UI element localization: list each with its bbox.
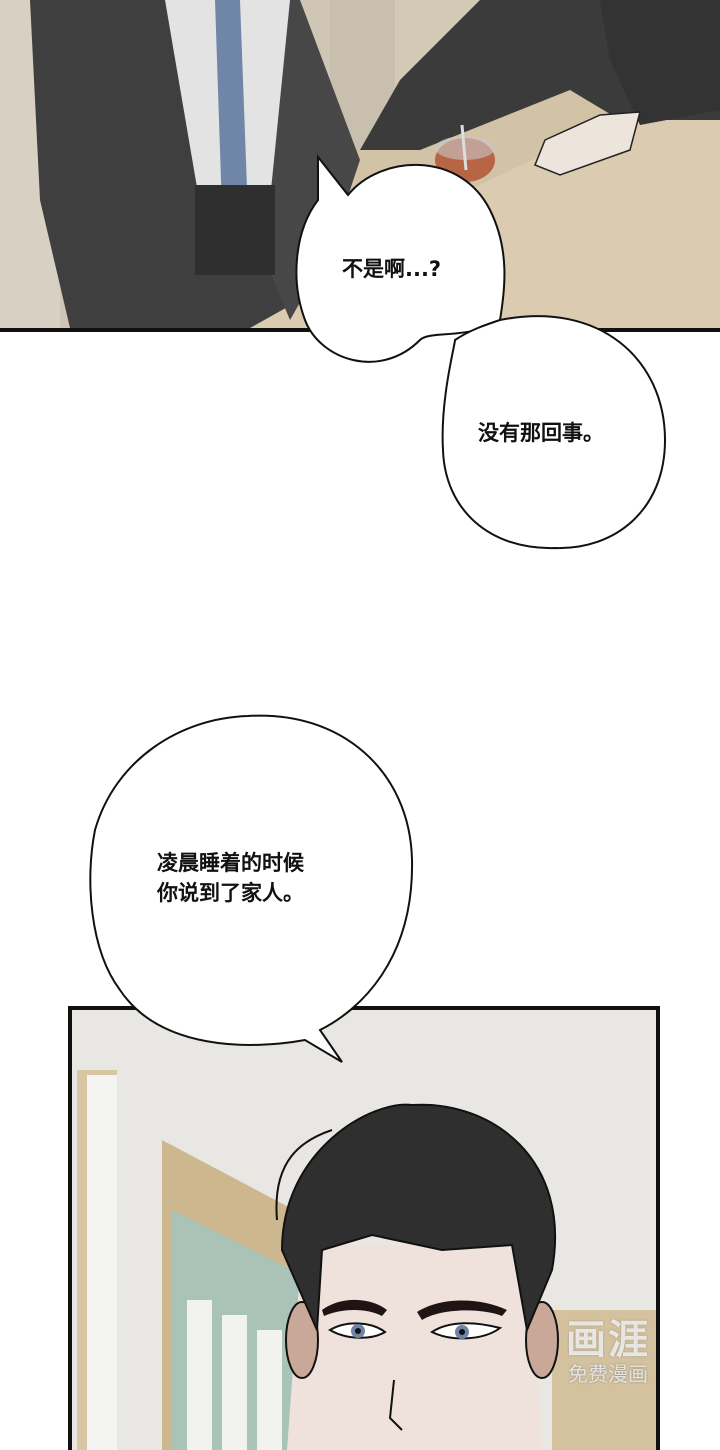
comic-panel-bottom bbox=[68, 1006, 660, 1450]
speech-bubble-2-text: 没有那回事。 bbox=[478, 418, 604, 448]
bubble-1-line-1: 不是啊...? bbox=[342, 257, 442, 281]
watermark: 画涯 免费漫画 bbox=[566, 1318, 650, 1386]
bubble-3-line-2: 你说到了家人。 bbox=[157, 881, 304, 905]
man-closeup-illustration bbox=[72, 1010, 656, 1450]
watermark-subtitle: 免费漫画 bbox=[568, 1362, 648, 1386]
speech-bubble-2-shape bbox=[441, 315, 667, 550]
bubble-2-line-1: 没有那回事。 bbox=[478, 421, 604, 445]
speech-bubble-3-shape bbox=[89, 714, 414, 1063]
speech-bubble-1-shape bbox=[295, 154, 506, 363]
speech-bubble-3-text: 凌晨睡着的时候 你说到了家人。 bbox=[157, 848, 304, 908]
watermark-logo: 画涯 bbox=[566, 1317, 650, 1363]
speech-bubble-1-text: 不是啊...? bbox=[342, 254, 441, 284]
bubble-3-line-1: 凌晨睡着的时候 bbox=[157, 851, 304, 875]
